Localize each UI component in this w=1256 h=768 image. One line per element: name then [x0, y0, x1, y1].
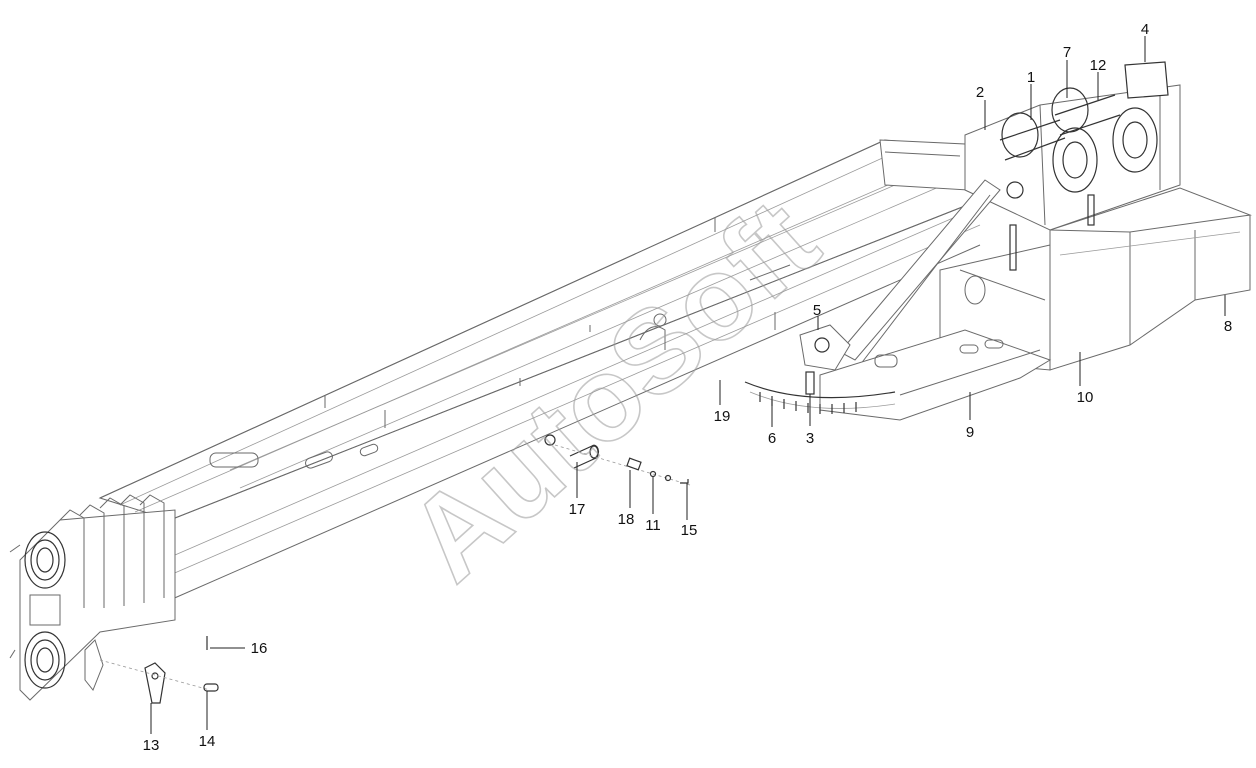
callout-16: 16	[251, 640, 268, 657]
callout-3: 3	[806, 430, 814, 447]
callout-4: 4	[1141, 21, 1149, 38]
callout-8: 8	[1224, 318, 1232, 335]
callout-15: 15	[681, 522, 698, 539]
callout-7: 7	[1063, 44, 1071, 61]
callout-6: 6	[768, 430, 776, 447]
telescopic-boom	[98, 139, 981, 601]
callout-19: 19	[714, 408, 731, 425]
callout-1: 1	[1027, 69, 1035, 86]
callout-9: 9	[966, 424, 974, 441]
callout-17: 17	[569, 501, 586, 518]
callout-14: 14	[199, 733, 216, 750]
callouts: 1 2 3 4 5 6 7 8 9 10 11 12 13 14 15 16 1…	[143, 21, 1233, 754]
callout-2: 2	[976, 84, 984, 101]
small-parts	[99, 444, 691, 704]
callout-11: 11	[645, 517, 661, 534]
callout-18: 18	[618, 511, 635, 528]
leader-lines	[150, 36, 1226, 734]
callout-10: 10	[1077, 389, 1094, 406]
callout-12: 12	[1090, 57, 1107, 74]
callout-5: 5	[813, 302, 821, 319]
callout-13: 13	[143, 737, 160, 754]
superstructure	[744, 61, 1252, 421]
boom-head	[9, 494, 176, 701]
